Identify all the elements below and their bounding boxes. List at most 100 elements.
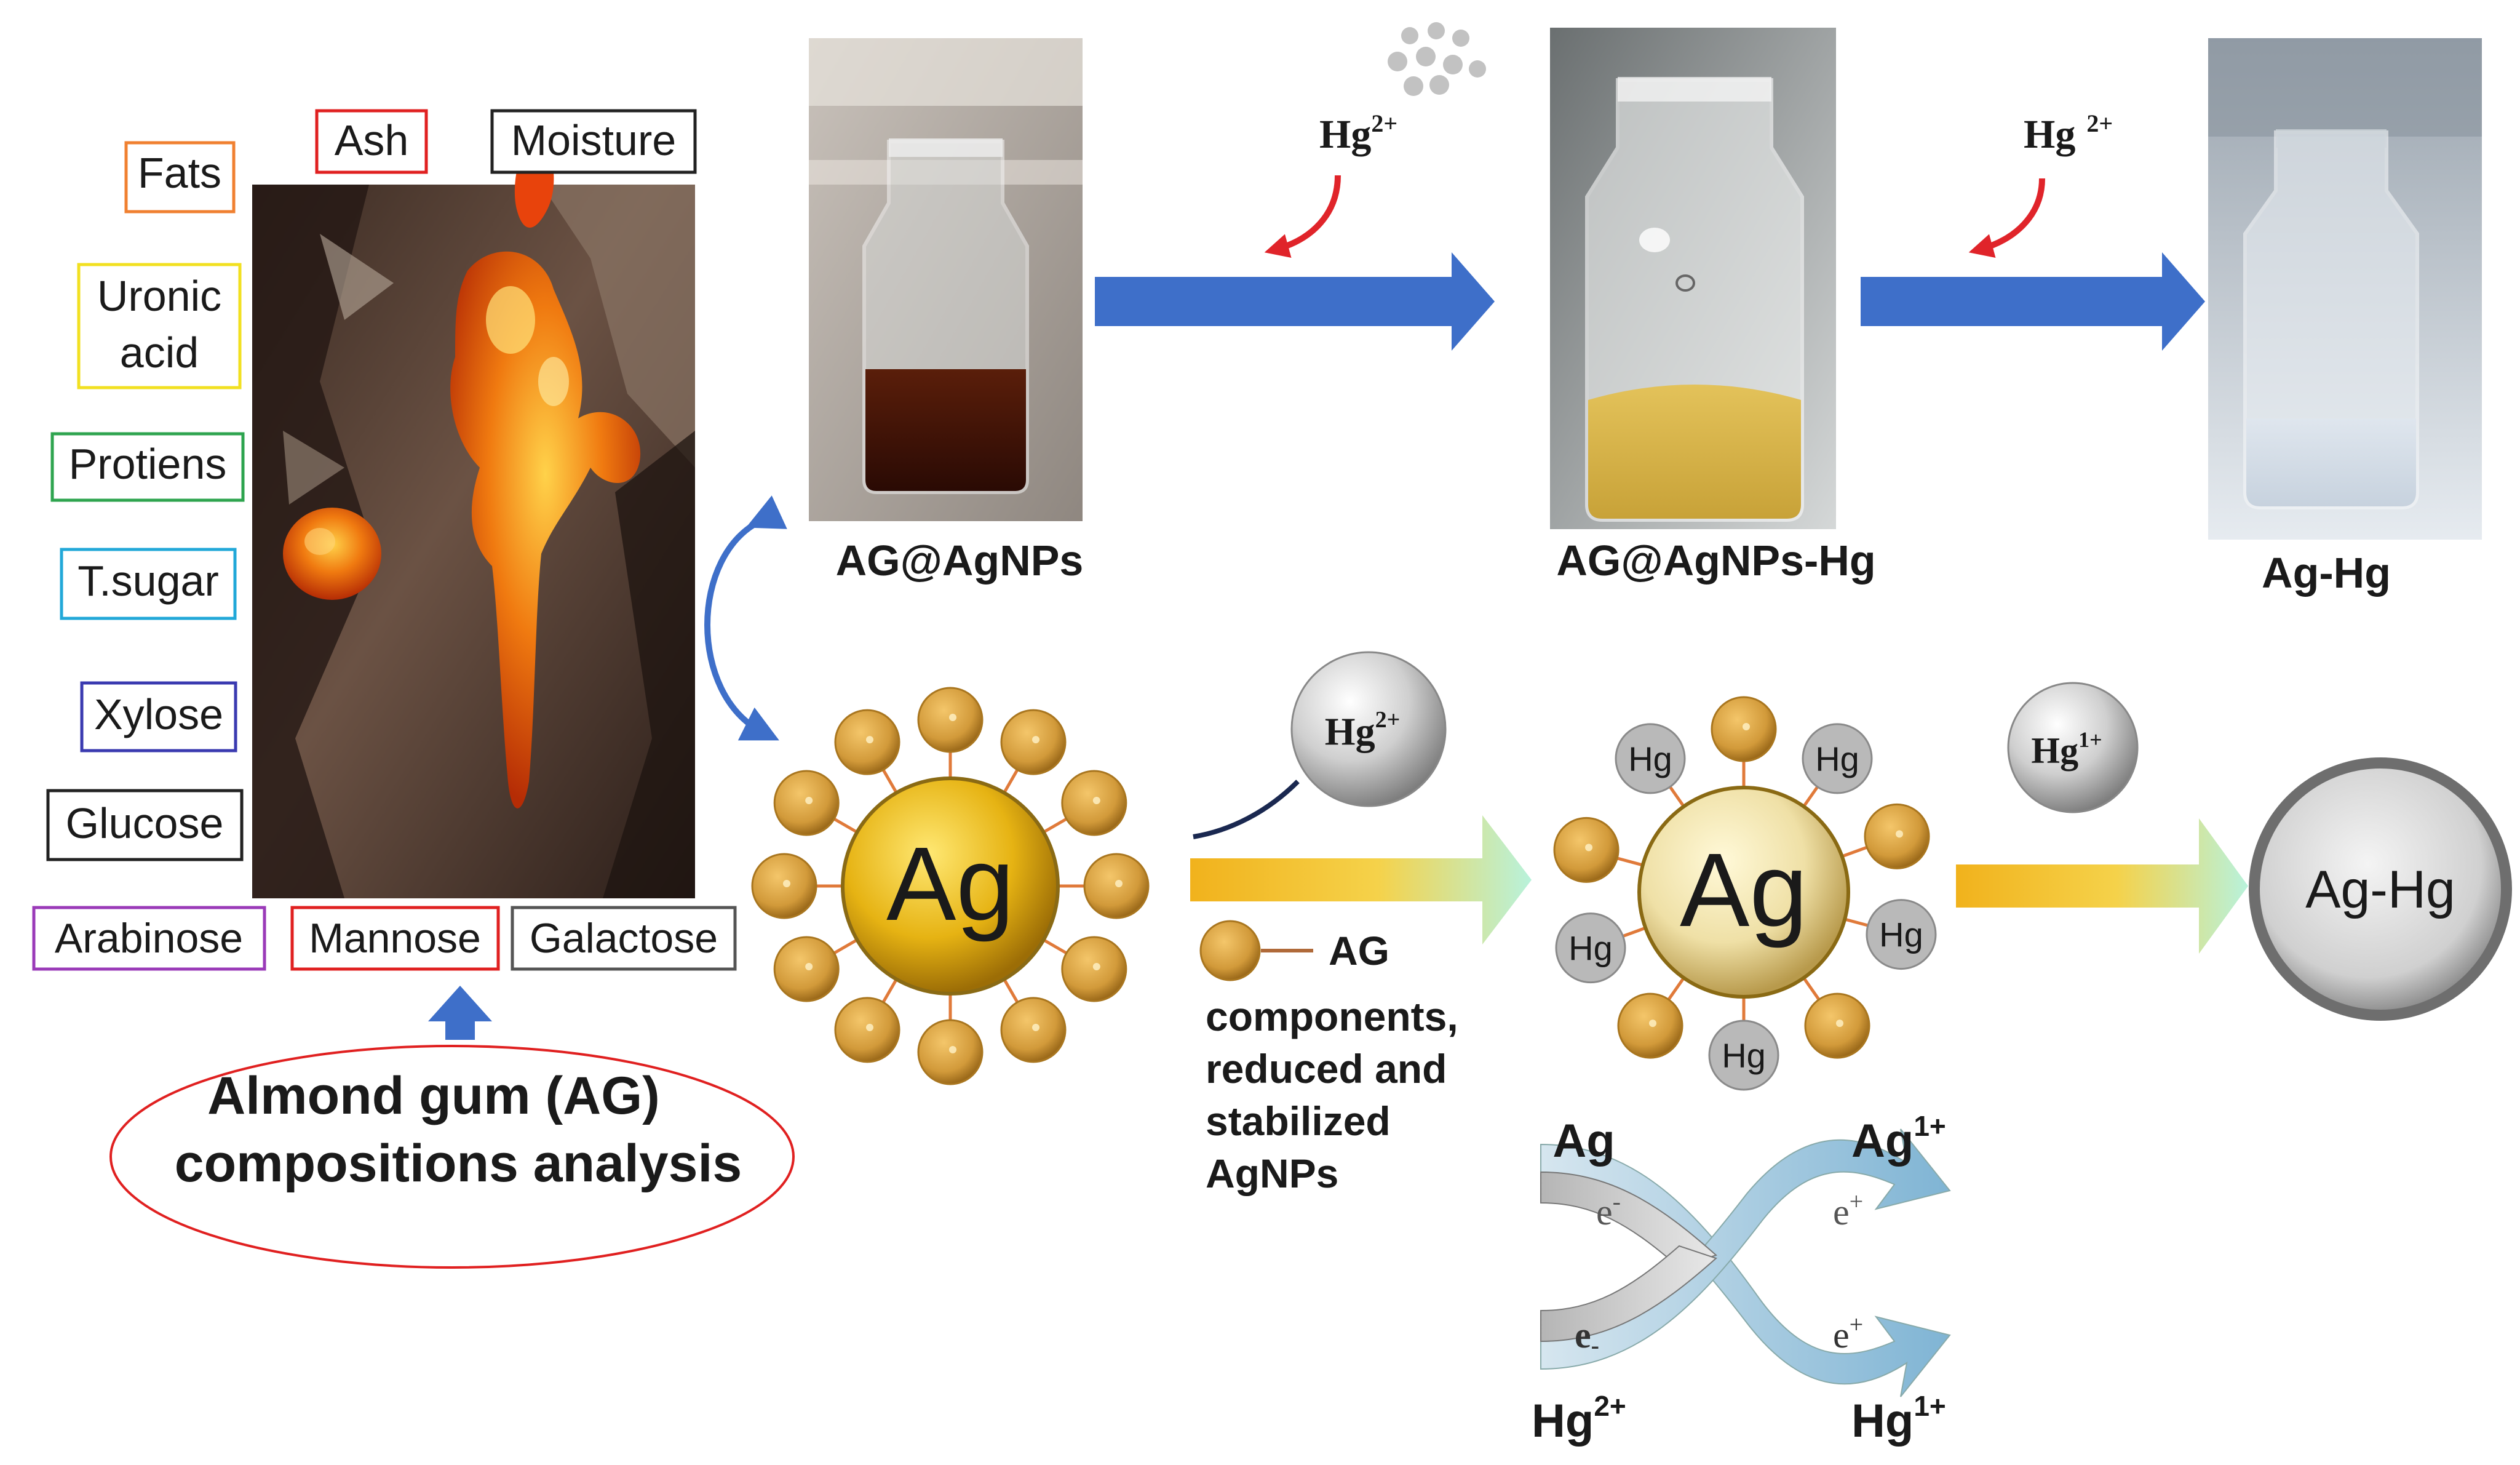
ag-component-legend-icon [1199,920,1261,981]
particle-highlight [1115,880,1123,887]
particle-highlight [1092,963,1100,970]
label-glucose: Glucose [66,799,224,847]
gradient-arrow-1 [1190,815,1532,944]
vial1-label: AG@AgNPs [836,537,1084,585]
vial-photo-3 [2208,38,2482,540]
label-xylose: Xylose [94,690,223,738]
red-arrow-icon-1 [1264,175,1341,258]
vial2-label: AG@AgNPs-Hg [1556,537,1875,585]
hg-atom-label: Hg [1722,1036,1766,1075]
hg-atom [1708,1020,1779,1091]
curved-double-arrow-icon [704,495,787,741]
particle-highlight [805,797,813,804]
particle-highlight [805,963,813,970]
label-box-glucose [46,789,244,861]
label-box-xylose [80,681,237,752]
red-arrow-icon-2 [1968,178,2045,258]
svg-text:AgNPs: AgNPs [1206,1151,1338,1196]
label-box-galactose [511,906,737,971]
label-box-moisture [490,109,697,174]
composition-labels: Fats Ash Moisture Uronic acid Protiens T… [32,109,737,971]
label-box-fats [124,141,236,214]
label-fats: Fats [138,149,221,197]
redox-ag1: Ag1+ [1851,1110,1946,1167]
ellipse-title-line1: Almond gum (AG) [207,1066,660,1125]
label-moisture: Moisture [511,116,676,164]
label-ash: Ash [335,116,409,164]
particle-highlight [1032,736,1039,744]
hg1-ball-label: Hg1+ [2031,727,2102,771]
label-box-ash [315,109,428,174]
hg-atom-label: Hg [1879,916,1923,954]
particle-highlight [1835,1020,1843,1028]
ag-core-label-2: Ag [1680,832,1808,949]
ag-hg-sphere [2249,757,2512,1021]
label-arabinose: Arabinose [55,915,243,962]
gradient-arrow-2 [1956,818,2248,954]
ag-nanoparticle-1 [751,687,1150,1085]
redox-scheme [1540,1128,1951,1397]
almond-gum-photo [252,142,695,898]
redox-electron-2: e+ [1833,1188,1863,1232]
legend-text: AG components, reduced and stabilized Ag… [1206,928,1458,1196]
particle-highlight [866,1023,873,1031]
process-arrow-2 [1861,252,2205,351]
svg-text:AG: AG [1329,928,1389,973]
particle-highlight [1649,1020,1657,1028]
particle-highlight [949,1046,956,1053]
vial3-label: Ag-Hg [2262,549,2391,597]
particle-highlight [1743,723,1750,730]
hg-atom [1615,723,1686,794]
label-protiens: Protiens [69,440,227,488]
hg2-ion-ball [1290,651,1447,807]
particle-highlight [783,880,790,887]
ag-core [841,776,1060,996]
label-box-tsugar [60,548,237,620]
particle-highlight [1585,844,1593,852]
redox-electron-4: e+ [1833,1311,1863,1355]
hg2-label-1: Hg2+ [1319,110,1397,157]
svg-text:reduced and: reduced and [1206,1046,1447,1092]
particle-highlight [1092,797,1100,804]
label-box-mannose [290,906,500,971]
ellipse-title-line2: compositions analysis [175,1134,742,1193]
label-galactose: Galactose [530,915,718,962]
redox-electron-3: e- [1575,1315,1599,1359]
label-mannose: Mannose [309,915,481,962]
up-arrow-icon [428,986,492,1040]
label-tsugar: T.sugar [78,557,219,605]
process-arrow-1 [1095,252,1495,351]
particle-highlight [1032,1023,1039,1031]
hg-atom-label: Hg [1815,740,1859,778]
label-box-protiens [50,432,245,502]
svg-text:components,: components, [1206,994,1458,1039]
label-box-arabinose [32,906,266,971]
particle-highlight [1896,830,1904,838]
vial-photo-1 [809,38,1083,521]
label-acid: acid [120,329,199,377]
hg-atom [1866,899,1937,970]
particle-highlight [866,736,873,744]
label-box-uronic-acid [77,263,242,389]
svg-text:stabilized: stabilized [1206,1098,1391,1144]
particle-highlight [949,714,956,721]
hg-atom [1802,723,1873,794]
redox-ag: Ag [1552,1115,1615,1167]
ag-core [1637,786,1850,999]
hg-atom-label: Hg [1568,929,1613,968]
label-uronic: Uronic [97,272,221,320]
vial-photo-2 [1550,28,1836,529]
hg-dots-icon [1388,22,1486,96]
hg-atom [1555,912,1626,984]
hg1-ion-ball [2007,682,2139,813]
redox-hg1: Hg1+ [1851,1390,1946,1447]
redox-electron-1: e- [1596,1188,1621,1232]
ag-core-label-1: Ag [886,826,1014,943]
composition-ellipse [109,1045,795,1269]
redox-hg2: Hg2+ [1532,1390,1626,1447]
approach-curve-icon [1193,780,1300,839]
hg-atom-label: Hg [1628,740,1672,778]
ag-hg-sphere-label: Ag-Hg [2305,860,2455,919]
